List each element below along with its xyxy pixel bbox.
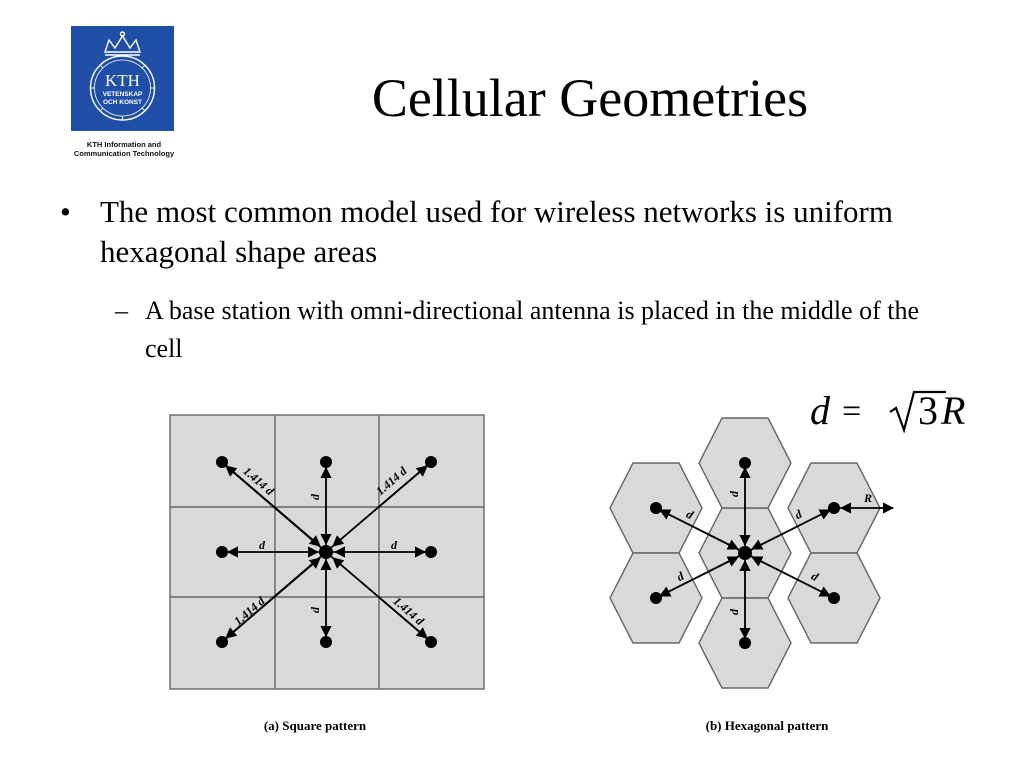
hex-r-label: R: [863, 491, 872, 505]
square-pattern-caption: (a) Square pattern: [264, 718, 367, 733]
formula-rhs: R: [940, 388, 965, 433]
cellular-pattern-diagram: 1.414 d 1.414 d 1.414 d 1.414 d d d d d …: [169, 414, 895, 733]
square-d-label: d: [391, 538, 398, 552]
square-pattern: 1.414 d 1.414 d 1.414 d 1.414 d d d d d …: [169, 414, 485, 733]
kth-logo: KTH VETENSKAP OCH KONST KTH Information …: [54, 26, 194, 162]
logo-line2: OCH KONST: [103, 99, 142, 106]
hex-d-label: d: [727, 608, 741, 615]
logo-caption-line1: KTH Information and: [86, 140, 162, 149]
logo-caption-line2: Communication Technology: [73, 149, 175, 158]
square-base-stations: [216, 456, 437, 648]
distance-formula: d = 3 R: [810, 388, 965, 434]
bullet-text: The most common model used for wireless …: [100, 194, 893, 269]
logo-caption: KTH Information and Communication Techno…: [54, 140, 194, 158]
hexagonal-pattern: d d d d d d R (b) Hexagonal pattern: [609, 417, 895, 733]
formula-equals: =: [842, 393, 861, 430]
formula-radicand: 3: [918, 388, 938, 433]
formula-lhs: d: [810, 388, 831, 433]
hex-pattern-caption: (b) Hexagonal pattern: [706, 718, 830, 733]
slide-title: Cellular Geometries: [371, 68, 809, 128]
sub-bullet-marker: –: [115, 296, 128, 325]
sqrt-sign-icon: [889, 390, 946, 434]
logo-line1: VETENSKAP: [103, 91, 143, 98]
bullet-marker: •: [60, 194, 71, 229]
hex-d-label: d: [727, 490, 741, 497]
square-d-label: d: [259, 538, 266, 552]
sub-bullet-text: A base station with omni-directional ant…: [145, 296, 920, 363]
square-d-label: d: [308, 493, 322, 500]
kth-emblem: KTH VETENSKAP OCH KONST: [71, 26, 174, 131]
crown-emblem-icon: KTH VETENSKAP OCH KONST: [89, 31, 156, 121]
square-d-label: d: [308, 606, 322, 613]
hex-base-stations: [650, 457, 840, 649]
logo-kth-text: KTH: [105, 71, 140, 90]
